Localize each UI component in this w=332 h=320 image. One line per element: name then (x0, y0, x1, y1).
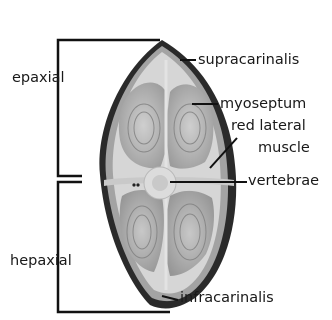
infracarinalis-label: infracarinalis (180, 290, 274, 307)
red-lateral-label-line1: red lateral (231, 118, 306, 135)
red-lateral-label-line2: muscle (258, 140, 310, 157)
myoseptum-label: myoseptum (220, 96, 306, 113)
vertebrae-label: vertebrae (248, 173, 319, 190)
epaxial-label: epaxial (12, 70, 65, 87)
hepaxial-label: hepaxial (10, 253, 72, 270)
supracarinalis-label: supracarinalis (198, 52, 299, 69)
